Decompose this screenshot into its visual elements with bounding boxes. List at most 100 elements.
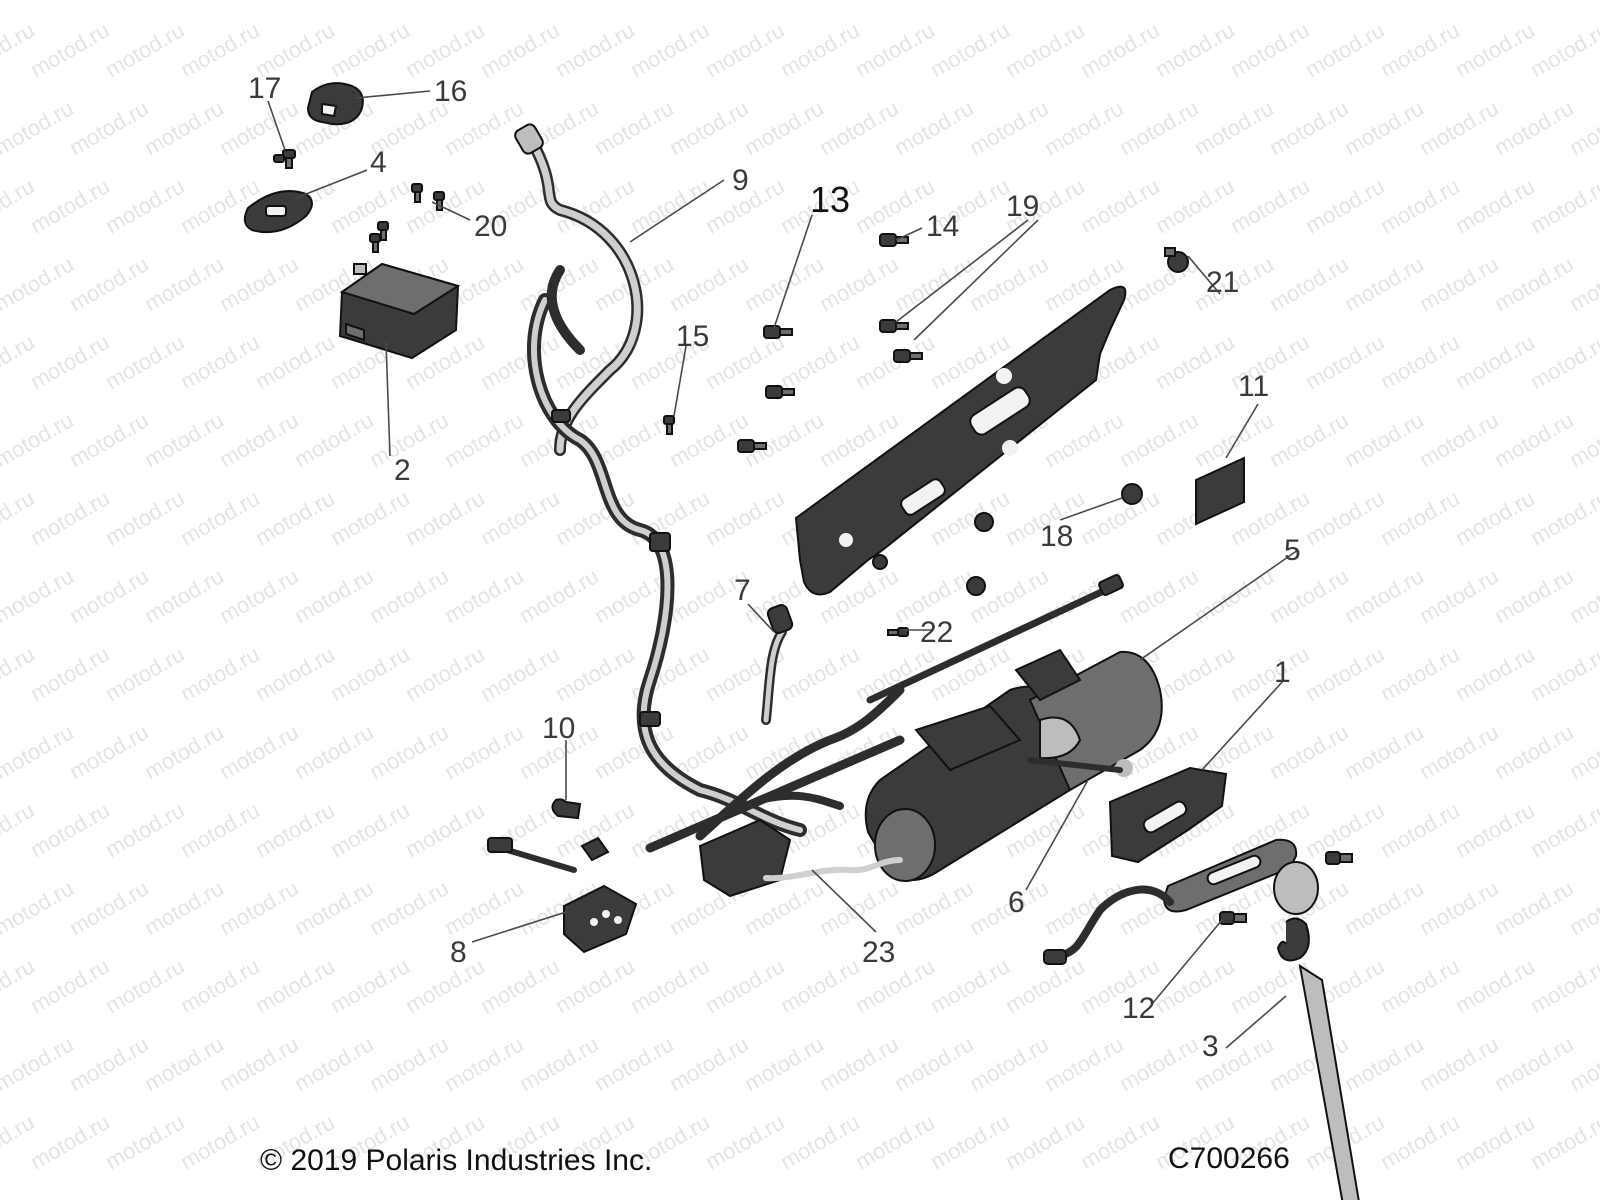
watermark-text: motod.ru — [590, 0, 678, 4]
watermark-text: motod.ru — [140, 95, 228, 160]
watermark-text: motod.ru — [665, 0, 753, 4]
watermark-text: motod.ru — [1490, 875, 1578, 940]
watermark-text: motod.ru — [551, 17, 639, 82]
watermark-text: motod.ru — [1340, 0, 1428, 4]
watermark-text: motod.ru — [1265, 251, 1353, 316]
watermark-text: motod.ru — [965, 0, 1053, 4]
watermark-text: motod.ru — [101, 485, 189, 550]
watermark-text: motod.ru — [101, 953, 189, 1018]
watermark-text: motod.ru — [1451, 17, 1539, 82]
watermark-text: motod.ru — [1340, 251, 1428, 316]
watermark-text: motod.ru — [1490, 95, 1578, 160]
watermark-text: motod.ru — [701, 953, 789, 1018]
watermark-text: motod.ru — [515, 563, 603, 628]
watermark-text: motod.ru — [1490, 1031, 1578, 1096]
callout-18: 18 — [1040, 520, 1073, 553]
watermark-text: motod.ru — [401, 485, 489, 550]
watermark-text: motod.ru — [326, 953, 414, 1018]
watermark-text: motod.ru — [1001, 1109, 1089, 1174]
watermark-text: motod.ru — [176, 797, 264, 862]
watermark-text: motod.ru — [215, 563, 303, 628]
watermark-text: motod.ru — [0, 563, 78, 628]
watermark-text: motod.ru — [1301, 17, 1389, 82]
watermark-text: motod.ru — [665, 251, 753, 316]
watermark-text: motod.ru — [1076, 173, 1164, 238]
watermark-text: motod.ru — [440, 407, 528, 472]
watermark-text: motod.ru — [1115, 407, 1203, 472]
watermark-text: motod.ru — [551, 641, 639, 706]
watermark-text: motod.ru — [1340, 95, 1428, 160]
watermark-text: motod.ru — [851, 17, 939, 82]
watermark-text: motod.ru — [1190, 0, 1278, 4]
watermark-text: motod.ru — [1451, 329, 1539, 394]
watermark-text: motod.ru — [290, 875, 378, 940]
watermark-text: motod.ru — [1301, 641, 1389, 706]
callout-8: 8 — [450, 936, 467, 969]
watermark-text: motod.ru — [251, 641, 339, 706]
watermark-text: motod.ru — [0, 407, 78, 472]
watermark-text: motod.ru — [1226, 17, 1314, 82]
callout-4: 4 — [370, 146, 387, 179]
watermark-text: motod.ru — [140, 251, 228, 316]
watermark-text: motod.ru — [1490, 719, 1578, 784]
watermark-layer: motod.rumotod.rumotod.rumotod.rumotod.ru… — [0, 0, 1600, 1174]
watermark-text: motod.ru — [1415, 251, 1503, 316]
watermark-text: motod.ru — [176, 953, 264, 1018]
watermark-text: motod.ru — [815, 0, 903, 4]
leader-lines — [267, 90, 1299, 1049]
watermark-text: motod.ru — [1451, 953, 1539, 1018]
watermark-text: motod.ru — [1415, 875, 1503, 940]
watermark-text: motod.ru — [1376, 485, 1464, 550]
watermark-text: motod.ru — [26, 641, 114, 706]
watermark-text: motod.ru — [515, 0, 603, 4]
part-8-switch — [487, 836, 638, 954]
watermark-text: motod.ru — [290, 0, 378, 4]
watermark-text: motod.ru — [1265, 0, 1353, 4]
watermark-text: motod.ru — [26, 329, 114, 394]
watermark-text: motod.ru — [1526, 17, 1600, 82]
watermark-text: motod.ru — [1490, 251, 1578, 316]
watermark-text: motod.ru — [1301, 485, 1389, 550]
watermark-text: motod.ru — [176, 329, 264, 394]
watermark-text: motod.ru — [1526, 329, 1600, 394]
callout-11: 11 — [1238, 370, 1269, 403]
watermark-text: motod.ru — [1451, 797, 1539, 862]
watermark-text: motod.ru — [1226, 953, 1314, 1018]
watermark-text: motod.ru — [590, 95, 678, 160]
watermark-text: motod.ru — [701, 485, 789, 550]
watermark-text: motod.ru — [0, 95, 78, 160]
callout-7: 7 — [734, 574, 751, 607]
watermark-text: motod.ru — [1490, 0, 1578, 4]
watermark-text: motod.ru — [890, 251, 978, 316]
watermark-text: motod.ru — [1526, 641, 1600, 706]
watermark-text: motod.ru — [1151, 329, 1239, 394]
watermark-text: motod.ru — [251, 953, 339, 1018]
callout-labels: 1 2 3 4 5 6 7 8 9 10 11 12 13 14 15 16 1… — [248, 72, 1301, 1063]
watermark-text: motod.ru — [1376, 17, 1464, 82]
watermark-text: motod.ru — [365, 875, 453, 940]
watermark-text: motod.ru — [1340, 719, 1428, 784]
watermark-text: motod.ru — [65, 95, 153, 160]
part-4-connector — [243, 190, 313, 234]
watermark-text: motod.ru — [1490, 563, 1578, 628]
watermark-text: motod.ru — [440, 875, 528, 940]
watermark-text: motod.ru — [1301, 173, 1389, 238]
watermark-text: motod.ru — [1151, 173, 1239, 238]
part-18-nuts — [872, 483, 1143, 596]
watermark-text: motod.ru — [0, 251, 78, 316]
watermark-text: motod.ru — [1376, 173, 1464, 238]
callout-12: 12 — [1122, 992, 1155, 1025]
callout-10: 10 — [542, 712, 575, 745]
watermark-text: motod.ru — [1265, 719, 1353, 784]
callout-3: 3 — [1202, 1030, 1219, 1063]
watermark-text: motod.ru — [365, 719, 453, 784]
watermark-text: motod.ru — [776, 329, 864, 394]
watermark-text: motod.ru — [65, 0, 153, 4]
watermark-text: motod.ru — [101, 797, 189, 862]
ground-cable — [1043, 885, 1174, 965]
watermark-text: motod.ru — [290, 563, 378, 628]
watermark-text: motod.ru — [1190, 95, 1278, 160]
watermark-text: motod.ru — [815, 251, 903, 316]
watermark-text: motod.ru — [776, 953, 864, 1018]
watermark-text: motod.ru — [476, 953, 564, 1018]
